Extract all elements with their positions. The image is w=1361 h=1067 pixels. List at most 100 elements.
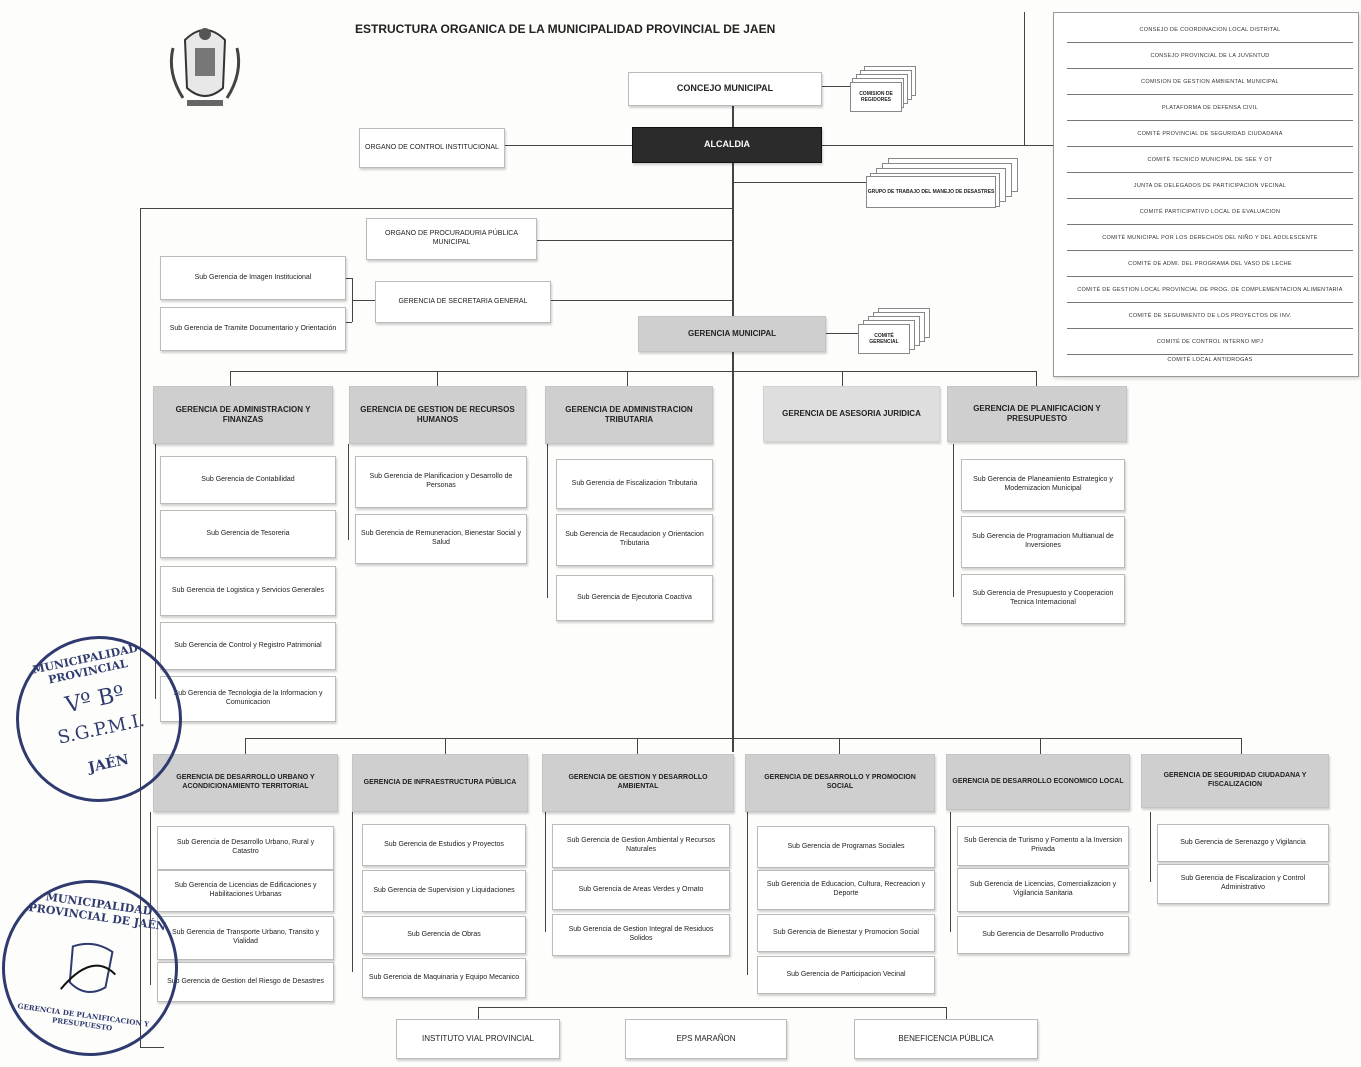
- sub-gerencia-box: Sub Gerencia de Remuneracion, Bienestar …: [355, 514, 527, 564]
- gerencia-desarrollo-urbano: GERENCIA DE DESARROLLO URBANO Y ACONDICI…: [153, 754, 338, 812]
- connector: [732, 106, 734, 752]
- connector: [140, 208, 733, 209]
- sub-gerencia-box: Sub Gerencia de Estudios y Proyectos: [362, 824, 526, 866]
- sub-gerencia-box: Sub Gerencia de Tecnologia de la Informa…: [160, 676, 336, 722]
- connector: [1024, 12, 1025, 145]
- sub-gerencia-box: Sub Gerencia de Desarrollo Productivo: [957, 916, 1129, 954]
- sub-gerencia-box: Sub Gerencia de Recaudacion y Orientacio…: [556, 514, 713, 566]
- secretaria-general-box: GERENCIA DE SECRETARIA GENERAL: [375, 281, 551, 323]
- gerencia-administracion-tributaria: GERENCIA DE ADMINISTRACION TRIBUTARIA: [545, 386, 713, 444]
- committee-item: CONSEJO PROVINCIAL DE LA JUVENTUD: [1067, 43, 1353, 69]
- instituto-vial-box: INSTITUTO VIAL PROVINCIAL: [396, 1019, 560, 1059]
- gerencia-desarrollo-social: GERENCIA DE DESARROLLO Y PROMOCION SOCIA…: [745, 754, 935, 812]
- sub-gerencia-box: Sub Gerencia de Ejecutoria Coactiva: [556, 575, 713, 621]
- connector: [1241, 738, 1242, 754]
- alcaldia-box: ALCALDIA: [632, 127, 822, 163]
- connector: [245, 738, 1241, 739]
- imagen-institucional-box: Sub Gerencia de Imagen Institucional: [160, 256, 346, 300]
- stamp-office: GERENCIA DE PLANIFICACION Y PRESUPUESTO: [17, 1001, 150, 1033]
- stamp-emblem-icon: [60, 942, 117, 993]
- connector: [733, 182, 868, 183]
- sub-gerencia-box: Sub Gerencia de Licencias de Edificacion…: [157, 870, 334, 912]
- sub-gerencia-box: Sub Gerencia de Tesoreria: [160, 510, 336, 558]
- connector: [245, 738, 246, 754]
- committee-item: COMITÉ MUNICIPAL POR LOS DERECHOS DEL NI…: [1067, 225, 1353, 251]
- sub-gerencia-box: Sub Gerencia de Supervision y Liquidacio…: [362, 870, 526, 912]
- gerencia-municipal-box: GERENCIA MUNICIPAL: [638, 316, 826, 352]
- committee-item: COMISION DE GESTION AMBIENTAL MUNICIPAL: [1067, 69, 1353, 95]
- connector: [478, 1007, 947, 1008]
- sub-gerencia-box: Sub Gerencia de Bienestar y Promocion So…: [757, 914, 935, 952]
- gerencia-recursos-humanos: GERENCIA DE GESTION DE RECURSOS HUMANOS: [349, 386, 526, 444]
- sub-gerencia-box: Sub Gerencia de Transporte Urbano, Trans…: [157, 916, 334, 960]
- connector: [348, 444, 349, 540]
- gerencia-seguridad-ciudadana: GERENCIA DE SEGURIDAD CIUDADANA Y FISCAL…: [1141, 754, 1329, 808]
- gerencia-planificacion-presupuesto: GERENCIA DE PLANIFICACION Y PRESUPUESTO: [947, 386, 1127, 442]
- connector: [1040, 738, 1041, 754]
- sub-gerencia-box: Sub Gerencia de Gestion Integral de Resi…: [552, 914, 730, 956]
- committee-item: COMITÉ DE SEGUIMIENTO DE LOS PROYECTOS D…: [1067, 303, 1353, 329]
- sub-gerencia-box: Sub Gerencia de Logistica y Servicios Ge…: [160, 566, 336, 616]
- connector: [839, 738, 840, 754]
- page-title: ESTRUCTURA ORGANICA DE LA MUNICIPALIDAD …: [355, 22, 776, 36]
- gerencia-asesoria-juridica: GERENCIA DE ASESORIA JURIDICA: [763, 386, 940, 442]
- connector: [637, 738, 638, 754]
- grupo-trabajo-stack: GRUPO DE TRABAJO DEL MANEJO DE DESASTRES: [866, 158, 1036, 210]
- sub-gerencia-box: Sub Gerencia de Areas Verdes y Ornato: [552, 870, 730, 910]
- committee-item: CONSEJO DE COORDINACION LOCAL DISTRITAL: [1067, 17, 1353, 43]
- connector: [445, 738, 446, 754]
- committee-item: JUNTA DE DELEGADOS DE PARTICIPACION VECI…: [1067, 173, 1353, 199]
- connector: [230, 371, 1036, 372]
- connector: [155, 444, 156, 699]
- sub-gerencia-box: Sub Gerencia de Contabilidad: [160, 456, 336, 504]
- sub-gerencia-box: Sub Gerencia de Gestion Ambiental y Recu…: [552, 824, 730, 868]
- sub-gerencia-box: Sub Gerencia de Programas Sociales: [757, 826, 935, 868]
- gerencia-infraestructura-publica: GERENCIA DE INFRAESTRUCTURA PÚBLICA: [352, 754, 528, 812]
- sub-gerencia-box: Sub Gerencia de Licencias, Comercializac…: [957, 868, 1129, 912]
- comite-gerencial-stack: COMITÉ GERENCIAL: [858, 308, 938, 356]
- connector: [352, 300, 375, 301]
- connector: [437, 371, 438, 386]
- concejo-municipal-box: CONCEJO MUNICIPAL: [628, 72, 822, 106]
- committee-item: COMITÉ DE ADMI. DEL PROGRAMA DEL VASO DE…: [1067, 251, 1353, 277]
- connector: [230, 371, 231, 386]
- connector: [822, 86, 850, 87]
- connector: [950, 812, 951, 932]
- connector: [842, 371, 843, 386]
- tramite-documentario-box: Sub Gerencia de Tramite Documentario y O…: [160, 307, 346, 351]
- sub-gerencia-box: Sub Gerencia de Planificacion y Desarrol…: [355, 456, 527, 508]
- committee-item: COMITÉ PARTICIPATIVO LOCAL DE EVALUACION: [1067, 199, 1353, 225]
- sub-gerencia-box: Sub Gerencia de Turismo y Fomento a la I…: [957, 826, 1129, 866]
- committees-panel: CONSEJO DE COORDINACION LOCAL DISTRITAL …: [1053, 12, 1359, 377]
- connector: [346, 278, 352, 279]
- procuraduria-box: ORGANO DE PROCURADURIA PÚBLICA MUNICIPAL: [366, 218, 537, 260]
- connector: [822, 145, 1054, 146]
- connector: [140, 208, 141, 1048]
- committee-item: COMITÉ TECNICO MUNICIPAL DE SEE Y OT: [1067, 147, 1353, 173]
- gerencia-desarrollo-economico: GERENCIA DE DESARROLLO ECONOMICO LOCAL: [946, 754, 1130, 810]
- committee-item: COMITÉ DE GESTION LOCAL PROVINCIAL DE PR…: [1067, 277, 1353, 303]
- connector: [551, 300, 733, 301]
- beneficencia-publica-box: BENEFICENCIA PÚBLICA: [854, 1019, 1038, 1059]
- connector: [1036, 371, 1037, 386]
- connector: [547, 444, 548, 598]
- connector: [946, 1007, 947, 1019]
- committee-item: COMITÉ PROVINCIAL DE SEGURIDAD CIUDADANA: [1067, 121, 1353, 147]
- sub-gerencia-box: Sub Gerencia de Fiscalizacion y Control …: [1157, 864, 1329, 904]
- committee-item: PLATAFORMA DE DEFENSA CIVIL: [1067, 95, 1353, 121]
- sub-gerencia-box: Sub Gerencia de Presupuesto y Cooperacio…: [961, 574, 1125, 624]
- connector: [150, 812, 151, 985]
- sub-gerencia-box: Sub Gerencia de Serenazgo y Vigilancia: [1157, 824, 1329, 862]
- connector: [545, 812, 546, 932]
- coat-of-arms-logo: [169, 28, 241, 106]
- connector: [747, 812, 748, 975]
- connector: [537, 240, 733, 241]
- comisiones-stack: COMISION DE REGIDORES: [850, 66, 920, 112]
- committee-item: COMITÉ DE CONTROL INTERNO MPJ: [1067, 329, 1353, 355]
- sub-gerencia-box: Sub Gerencia de Gestion del Riesgo de De…: [157, 962, 334, 1002]
- connector: [826, 333, 860, 334]
- connector: [140, 1047, 164, 1048]
- sub-gerencia-box: Sub Gerencia de Participacion Vecinal: [757, 956, 935, 994]
- control-institucional-box: ORGANO DE CONTROL INSTITUCIONAL: [359, 128, 505, 168]
- connector: [478, 1007, 479, 1019]
